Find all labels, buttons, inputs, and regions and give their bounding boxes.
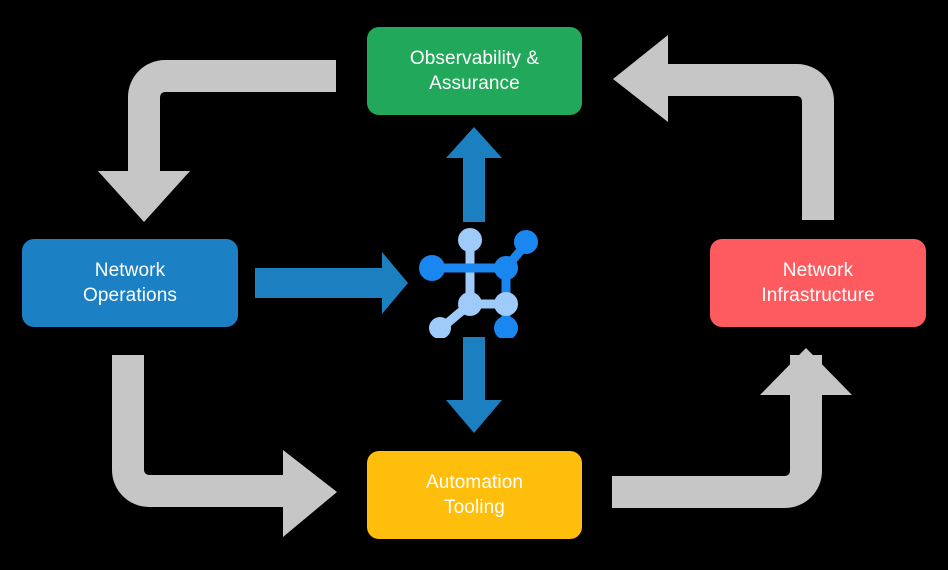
node-box-observability[interactable]: Observability & Assurance — [367, 27, 582, 115]
node-box-network-infrastructure[interactable]: Network Infrastructure — [710, 239, 926, 327]
gray-arrow-head-up — [760, 348, 852, 395]
network-icon-light-nodes — [429, 228, 518, 338]
gray-arrow-infrastructure-to-observability — [613, 35, 834, 220]
blue-arrow-hub-to-observability — [446, 127, 502, 222]
gray-arrow-operations-to-automation — [112, 355, 337, 537]
network-icon-dark-nodes — [419, 230, 538, 338]
blue-arrow-hub-to-automation — [446, 337, 502, 433]
gray-arrow-observability-to-operations — [98, 60, 336, 222]
blue-arrow-operations-to-hub — [255, 252, 408, 314]
node-box-automation-tooling[interactable]: Automation Tooling — [367, 451, 582, 539]
node-box-network-operations[interactable]: Network Operations — [22, 239, 238, 327]
network-topology-icon — [419, 228, 538, 338]
